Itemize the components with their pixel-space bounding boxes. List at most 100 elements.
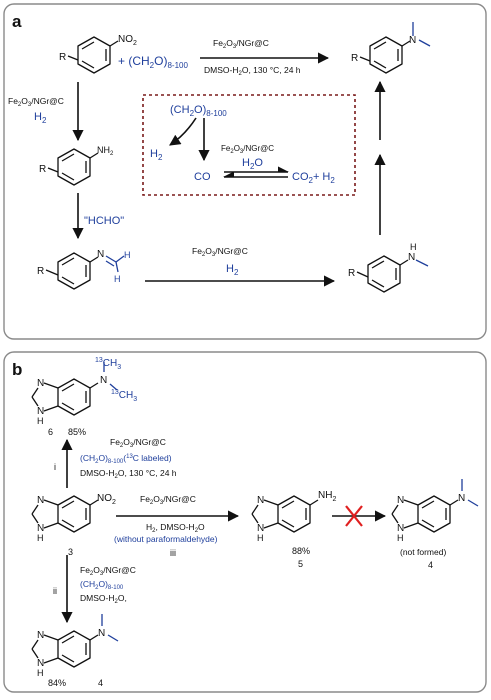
c13-b-sub: 3 — [133, 396, 137, 403]
compound-3-structure — [31, 495, 99, 533]
cmp3-n1: N — [37, 495, 44, 506]
box-co2-sub: 2 — [309, 176, 314, 185]
cmp6-n1: N — [37, 378, 44, 389]
compound-4-not-formed — [391, 479, 479, 533]
svg-text:Fe2O3/NGr@C: Fe2O3/NGr@C — [140, 494, 196, 506]
panel-b-frame — [3, 351, 487, 693]
box-arrow-h2 — [169, 117, 197, 146]
cmp3-no2-sub: 2 — [112, 499, 116, 506]
route-i-label: i — [54, 462, 56, 472]
top-cond-temp: O, 130 °C, 24 h — [242, 65, 301, 75]
route-ii-label: ii — [53, 586, 57, 596]
bottom-cond-o: O — [205, 246, 212, 256]
box-paraform-mid: O) — [194, 104, 206, 116]
cmp5-h: H — [257, 533, 264, 543]
ii-cond-para-mid: O) — [98, 579, 108, 589]
c13-b-sup: 13 — [111, 389, 119, 396]
iii-cond-solvent: , DMSO-H — [155, 522, 194, 532]
ii-cond-o: O, — [118, 593, 127, 603]
i-cond-fe: Fe — [110, 437, 120, 447]
top-cond-o: O — [226, 38, 233, 48]
ii-cond-paraform: (CH — [80, 579, 95, 589]
box-h2o: H — [242, 157, 250, 169]
paraform-mid: O) — [154, 54, 167, 68]
ii-cond-cat: /NGr@C — [103, 565, 136, 575]
box-cat-o: O — [234, 144, 240, 153]
cmp4a-nh: N — [397, 523, 404, 534]
cmp5-nh: N — [257, 523, 264, 534]
box-h2: H — [150, 148, 158, 160]
dimethylaniline-product: R N — [351, 22, 431, 74]
cmp3-number: 3 — [68, 547, 73, 557]
iii-cond-fe: Fe — [140, 494, 150, 504]
product-r-label: R — [351, 53, 358, 64]
ii-cond-solvent: DMSO-H — [80, 593, 114, 603]
box-h2-sub: 2 — [158, 153, 163, 162]
cmp4a-not-formed: (not formed) — [400, 547, 446, 557]
panel-a-label: a — [12, 12, 22, 31]
aniline-r-label: R — [39, 164, 46, 175]
box-h2o-sub: 2 — [250, 162, 255, 171]
iii-cond-solvent-sub: 2 — [195, 528, 199, 534]
route-iii-label: iii — [170, 548, 176, 558]
svg-text:NH2: NH2 — [97, 145, 114, 157]
cmp4b-n1: N — [37, 630, 44, 641]
cmp6-nh: N — [37, 406, 44, 417]
ii-cond-fe: Fe — [80, 565, 90, 575]
methylaniline-r-label: R — [348, 268, 355, 279]
methylaniline-intermediate: R N H — [348, 242, 429, 293]
cmp3-h: H — [37, 533, 44, 543]
i-cond-labeled: C labeled) — [133, 453, 172, 463]
iii-cond-sub: 2 — [150, 500, 154, 506]
box-paraform-sub2: 8-100 — [206, 109, 227, 118]
box-co: CO — [194, 171, 211, 183]
compound-5-structure — [251, 495, 319, 533]
i-cond-sub2: 3 — [130, 443, 134, 449]
c13-b-ch: CH — [119, 390, 133, 401]
bottom-cond-fe: Fe — [192, 246, 202, 256]
i-cond-para-sub2: 8-100 — [108, 459, 124, 465]
cmp4a-h: H — [397, 533, 404, 543]
svg-text:H2: H2 — [34, 111, 47, 125]
top-cond-sub: 2 — [223, 44, 227, 50]
svg-text:CO2+ H2: CO2+ H2 — [292, 171, 335, 185]
box-cat-fe: Fe — [221, 144, 231, 153]
methylaniline-n: N — [408, 252, 415, 263]
bottom-cond-sub: 2 — [202, 252, 206, 258]
hcho-label: "HCHO" — [84, 215, 124, 227]
cmp6-h: H — [37, 416, 44, 426]
cmp4a-number: 4 — [428, 560, 433, 570]
cmp4b-nh: N — [37, 658, 44, 669]
i-cond-solvent: DMSO-H — [80, 468, 114, 478]
svg-text:Fe2O3/NGr@C: Fe2O3/NGr@C — [213, 38, 269, 50]
i-cond-para-mid: O) — [98, 453, 108, 463]
svg-text:(CH2O)8-100(13C labeled): (CH2O)8-100(13C labeled) — [80, 453, 172, 465]
top-cond-solvent-sub: 2 — [238, 71, 242, 77]
svg-text:Fe2O3/NGr@C: Fe2O3/NGr@C — [192, 246, 248, 258]
c13-a-ch: CH — [103, 358, 117, 369]
cmp3-nh: N — [37, 523, 44, 534]
cmp6-n: N — [100, 375, 107, 386]
iii-cond-sub2: 3 — [160, 500, 164, 506]
c13-a-sub: 3 — [117, 364, 121, 371]
cmp4a-n1: N — [397, 495, 404, 506]
i-cond-temp: O, 130 °C, 24 h — [118, 468, 177, 478]
aniline-nh2: NH — [97, 145, 110, 155]
compound-6-structure — [31, 362, 118, 416]
cmp3-no2: NO — [97, 493, 112, 504]
svg-text:NO2: NO2 — [97, 493, 116, 506]
box-h2o-o: O — [254, 157, 263, 169]
ii-cond-sub2: 3 — [100, 571, 104, 577]
imine-h2: H — [114, 274, 121, 284]
imine-h1: H — [124, 250, 131, 260]
i-cond-paraform: (CH — [80, 453, 95, 463]
box-co2-h2-sub: 2 — [330, 176, 335, 185]
svg-text:Fe2O3/NGr@C: Fe2O3/NGr@C — [8, 96, 64, 108]
c13-a-sup: 13 — [95, 357, 103, 364]
left-cond-sub2: 3 — [28, 102, 32, 108]
iii-cond-h2: H — [146, 522, 152, 532]
i-cond-cat: /NGr@C — [133, 437, 166, 447]
nitro-label: NO — [118, 34, 133, 45]
iii-cond-o: O — [198, 522, 205, 532]
